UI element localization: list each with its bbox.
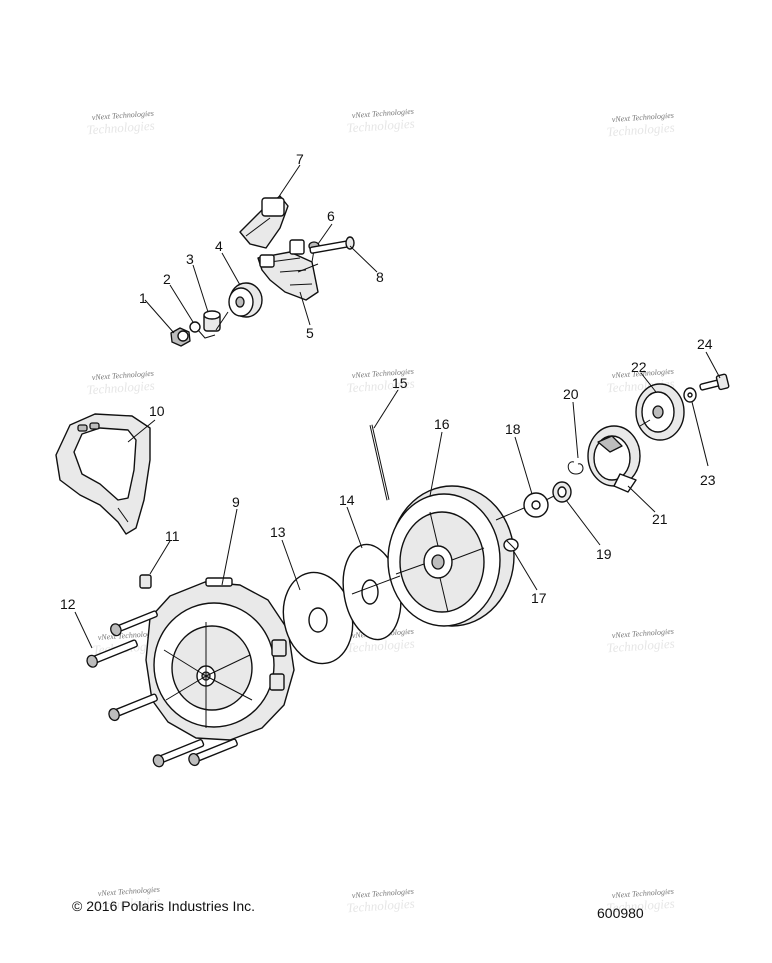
watermark-text: vNext Technologies xyxy=(612,111,675,124)
part-18-washer xyxy=(523,492,549,518)
callout-3: 3 xyxy=(186,251,194,267)
watermark-shadow-text: Technologies xyxy=(606,120,675,140)
callout-2: 2 xyxy=(163,271,171,287)
callout-5: 5 xyxy=(306,325,314,341)
callout-4: 4 xyxy=(215,238,223,254)
callout-7: 7 xyxy=(296,151,304,167)
callout-22: 22 xyxy=(631,359,647,375)
watermark-shadow-text: Technologies xyxy=(606,636,675,656)
part-8-bolt xyxy=(309,236,355,254)
callout-11: 11 xyxy=(165,528,180,544)
part-16-reel xyxy=(387,485,515,627)
watermark-text: vNext Technologies xyxy=(352,367,415,380)
callout-6: 6 xyxy=(327,208,335,224)
part-4-pulley xyxy=(228,282,263,318)
watermark-text: vNext Technologies xyxy=(92,109,155,122)
callout-21: 21 xyxy=(652,511,668,527)
watermark-shadow-text: Technologies xyxy=(346,116,415,136)
callout-12: 12 xyxy=(60,596,76,612)
part-14-disc xyxy=(342,543,402,641)
callout-10: 10 xyxy=(149,403,165,419)
watermark-shadow-text: Technologies xyxy=(346,636,415,656)
watermark-shadow-text: Technologies xyxy=(86,378,155,398)
callout-17: 17 xyxy=(531,590,547,606)
watermark-text: vNext Technologies xyxy=(92,369,155,382)
callout-14: 14 xyxy=(339,492,355,508)
part-3-spacer xyxy=(203,310,221,332)
watermark-text: vNext Technologies xyxy=(98,885,161,898)
part-22-pulley-disc xyxy=(635,383,685,441)
callout-8: 8 xyxy=(376,269,384,285)
part-11-insert xyxy=(139,574,152,589)
callout-1: 1 xyxy=(139,290,147,306)
callout-23: 23 xyxy=(700,472,716,488)
callout-24: 24 xyxy=(697,336,713,352)
callout-16: 16 xyxy=(434,416,450,432)
callout-15: 15 xyxy=(392,375,408,391)
part-17-clip xyxy=(503,538,519,552)
part-23-washer xyxy=(683,387,697,403)
assembly-axes xyxy=(215,263,651,595)
callout-20: 20 xyxy=(563,386,579,402)
part-2-pin xyxy=(189,321,216,339)
watermark-shadow-text: Technologies xyxy=(86,118,155,138)
watermark-text: vNext Technologies xyxy=(612,887,675,900)
watermark-shadow-text: Technologies xyxy=(92,894,161,914)
copyright-notice: © 2016 Polaris Industries Inc. xyxy=(72,898,256,914)
watermark-text: vNext Technologies xyxy=(612,627,675,640)
part-20-spring xyxy=(567,461,584,475)
callout-labels: 1 2 3 4 5 6 7 8 9 10 11 12 13 14 15 16 1… xyxy=(60,151,716,612)
part-19-ratchet xyxy=(552,481,572,503)
watermark-shadow-text: Technologies xyxy=(346,896,415,916)
watermark-text: vNext Technologies xyxy=(612,367,675,380)
part-5-bracket xyxy=(257,239,319,301)
part-7-lever xyxy=(239,195,289,249)
part-1-nut xyxy=(170,327,191,347)
watermark-text: vNext Technologies xyxy=(352,107,415,120)
part-9-housing xyxy=(145,577,295,741)
part-21-pawl-cover xyxy=(587,425,641,493)
part-15-rope xyxy=(369,424,390,501)
watermark-shadow-text: Technologies xyxy=(606,896,675,916)
callout-13: 13 xyxy=(270,524,286,540)
callout-9: 9 xyxy=(232,494,240,510)
diagram-id: 600980 xyxy=(597,905,644,921)
watermark-text: vNext Technologies xyxy=(352,887,415,900)
callout-18: 18 xyxy=(505,421,521,437)
part-10-handle xyxy=(55,413,151,535)
part-24-bolt xyxy=(699,373,730,391)
part-12-bolts xyxy=(86,610,238,768)
callout-19: 19 xyxy=(596,546,612,562)
callout-leaders xyxy=(74,164,721,649)
